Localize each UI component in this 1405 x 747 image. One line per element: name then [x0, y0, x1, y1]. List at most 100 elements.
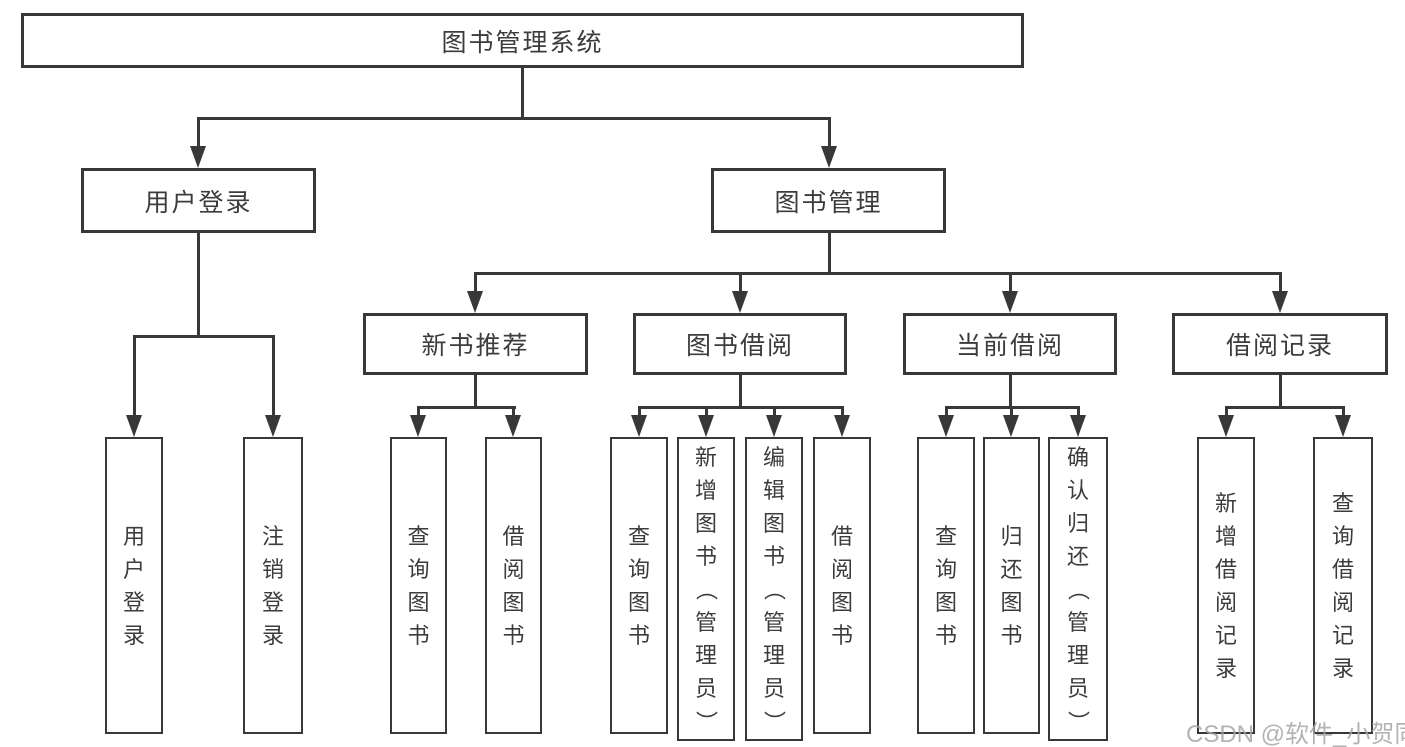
connector-line — [1224, 407, 1228, 417]
vertical-char: 录 — [1331, 655, 1354, 681]
vertical-char: 查 — [1331, 490, 1354, 516]
vertical-char: 询 — [1331, 523, 1354, 549]
vertical-char: 阅 — [1331, 589, 1354, 615]
vertical-char: 借 — [502, 523, 525, 549]
connector-line — [827, 233, 831, 273]
vertical-char: 录 — [122, 622, 145, 648]
vertical-char: 询 — [627, 556, 650, 582]
connector-line — [132, 336, 136, 417]
vertical-char: 新 — [1214, 490, 1237, 516]
vertical-char: 确 — [1066, 444, 1089, 470]
arrowhead-down-icon — [265, 415, 281, 437]
arrowhead-down-icon — [1335, 415, 1351, 437]
vertical-char: 借 — [830, 523, 853, 549]
leaf-current-confirm-return-admin-label: 确认归还（管理员） — [1050, 439, 1106, 739]
arrowhead-down-icon — [467, 291, 483, 313]
vertical-char: 书 — [627, 622, 650, 648]
vertical-char: ） — [761, 709, 787, 733]
arrowhead-down-icon — [190, 146, 206, 168]
arrowhead-down-icon — [1002, 291, 1018, 313]
connector-line — [196, 116, 831, 120]
vertical-char: 辑 — [762, 477, 785, 503]
node-current-borrow: 当前借阅 — [903, 313, 1117, 375]
connector-line — [827, 118, 831, 150]
vertical-char: 记 — [1214, 622, 1237, 648]
vertical-char: 查 — [934, 523, 957, 549]
vertical-char: 管 — [1066, 609, 1089, 635]
connector-line — [1076, 407, 1080, 417]
leaf-current-return-books: 归还图书 — [983, 437, 1040, 734]
vertical-char: 增 — [694, 477, 717, 503]
connector-line — [840, 407, 844, 417]
vertical-char: （ — [693, 577, 719, 601]
vertical-char: 增 — [1214, 523, 1237, 549]
vertical-char: 录 — [1214, 655, 1237, 681]
vertical-char: 书 — [934, 622, 957, 648]
connector-line — [416, 405, 516, 409]
node-borrow-records-label: 借阅记录 — [1225, 332, 1334, 360]
connector-line — [1009, 407, 1013, 417]
vertical-char: 理 — [1066, 642, 1089, 668]
node-book-management-label: 图书管理 — [774, 188, 883, 217]
connector-line — [1008, 273, 1012, 293]
node-new-book-recommend-label: 新书推荐 — [421, 332, 530, 360]
leaf-borrow-add-books-admin: 新增图书（管理员） — [677, 437, 735, 741]
vertical-char: 图 — [830, 589, 853, 615]
node-borrow-records: 借阅记录 — [1172, 313, 1388, 375]
vertical-char: 登 — [122, 589, 145, 615]
leaf-records-add-record-label: 新增借阅记录 — [1199, 439, 1253, 732]
leaf-user-login-label: 用户登录 — [107, 439, 161, 732]
connector-line — [772, 407, 776, 417]
leaf-newbooks-query-books: 查询图书 — [390, 437, 447, 734]
arrowhead-down-icon — [1218, 415, 1234, 437]
node-book-borrow-label: 图书借阅 — [685, 332, 794, 360]
leaf-logout: 注销登录 — [243, 437, 303, 734]
vertical-char: 销 — [261, 556, 284, 582]
vertical-char: 阅 — [1214, 589, 1237, 615]
vertical-char: 书 — [502, 622, 525, 648]
leaf-logout-label: 注销登录 — [245, 439, 301, 732]
vertical-char: （ — [1065, 577, 1091, 601]
vertical-char: 理 — [762, 642, 785, 668]
node-current-borrow-label: 当前借阅 — [955, 332, 1064, 360]
vertical-char: 询 — [407, 556, 430, 582]
arrowhead-down-icon — [1070, 415, 1086, 437]
vertical-char: 书 — [830, 622, 853, 648]
vertical-char: 管 — [762, 609, 785, 635]
vertical-char: 书 — [407, 622, 430, 648]
node-new-book-recommend: 新书推荐 — [363, 313, 588, 375]
vertical-char: 借 — [1331, 556, 1354, 582]
connector-line — [271, 336, 275, 417]
arrowhead-down-icon — [834, 415, 850, 437]
vertical-char: 编 — [762, 444, 785, 470]
connector-line — [637, 405, 844, 409]
vertical-char: 还 — [1066, 543, 1089, 569]
vertical-char: 管 — [694, 609, 717, 635]
leaf-newbooks-query-books-label: 查询图书 — [392, 439, 445, 732]
leaf-borrow-edit-books-admin-label: 编辑图书（管理员） — [747, 439, 801, 739]
connector-line — [1278, 273, 1282, 293]
leaf-records-add-record: 新增借阅记录 — [1197, 437, 1255, 734]
vertical-char: 图 — [627, 589, 650, 615]
connector-line — [738, 375, 742, 407]
leaf-newbooks-borrow-books-label: 借阅图书 — [487, 439, 540, 732]
vertical-char: 询 — [934, 556, 957, 582]
leaf-user-login: 用户登录 — [105, 437, 163, 734]
connector-line — [511, 407, 515, 417]
vertical-char: 阅 — [502, 556, 525, 582]
connector-line — [196, 118, 200, 150]
connector-line — [1278, 375, 1282, 407]
connector-line — [132, 334, 275, 338]
arrowhead-down-icon — [505, 415, 521, 437]
leaf-current-confirm-return-admin: 确认归还（管理员） — [1048, 437, 1108, 741]
vertical-char: 图 — [502, 589, 525, 615]
vertical-char: ） — [693, 709, 719, 733]
arrowhead-down-icon — [938, 415, 954, 437]
node-user-login-label: 用户登录 — [144, 188, 253, 217]
vertical-char: 记 — [1331, 622, 1354, 648]
vertical-char: 图 — [694, 510, 717, 536]
leaf-borrow-add-books-admin-label: 新增图书（管理员） — [679, 439, 733, 739]
leaf-borrow-edit-books-admin: 编辑图书（管理员） — [745, 437, 803, 741]
node-library-system: 图书管理系统 — [21, 13, 1024, 68]
connector-line — [473, 271, 1282, 275]
